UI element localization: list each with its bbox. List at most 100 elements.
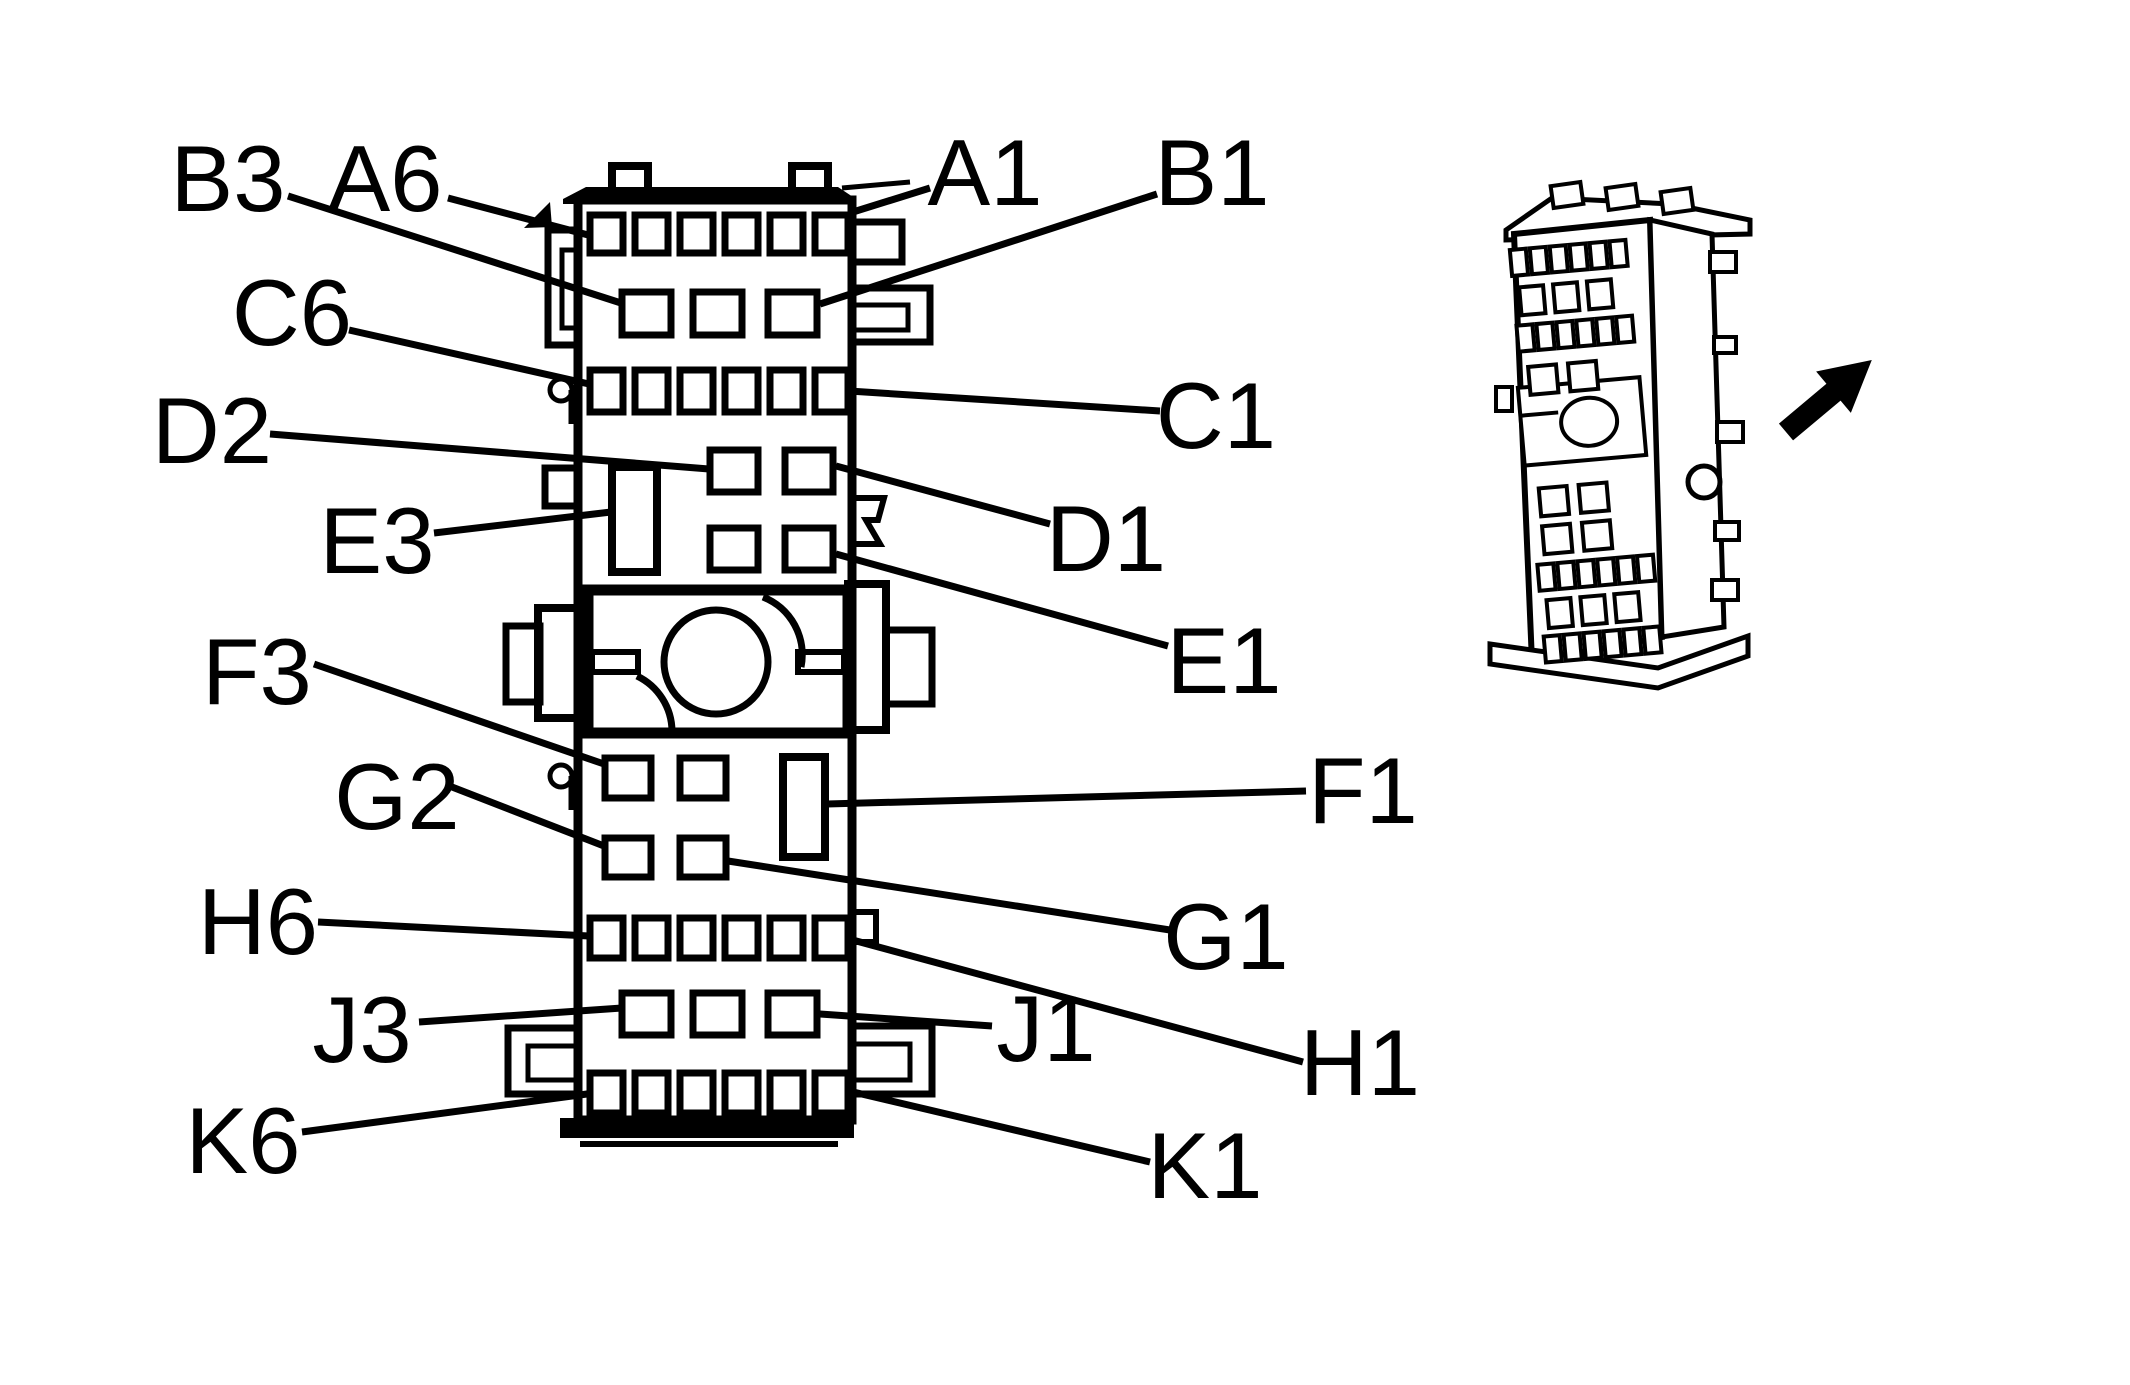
inset-hole: [1535, 561, 1558, 593]
inset-side-face: [1647, 216, 1727, 640]
pin-A1: [811, 211, 852, 257]
pin-H2: [766, 914, 807, 962]
pin-J3: [618, 989, 675, 1039]
inset-hole: [1579, 518, 1615, 553]
label-C6: C6: [232, 260, 352, 365]
inset-hole: [1541, 632, 1565, 665]
inset-hole: [1613, 313, 1637, 346]
pin-E1: [781, 524, 837, 574]
housing-top-band: [563, 187, 856, 204]
inset-hole: [1621, 626, 1644, 658]
leader-C6: [348, 326, 590, 388]
inset-hole: [1507, 246, 1531, 279]
pin-K2: [766, 1069, 807, 1117]
leader-B1: [818, 190, 1159, 308]
center-circle: [660, 606, 772, 718]
connector-housing: [502, 162, 936, 1147]
inset-hole: [1534, 320, 1557, 353]
leader-K6: [301, 1090, 588, 1136]
leader-B3: [286, 192, 623, 307]
leader-A1: [851, 184, 932, 216]
pin-H1: [811, 914, 852, 962]
leader-G2: [450, 783, 606, 850]
inset-hole: [1594, 556, 1618, 588]
right-clip: [852, 495, 888, 547]
pin-A5: [631, 211, 672, 257]
leader-E3: [433, 508, 612, 537]
pin-K4: [676, 1069, 717, 1117]
label-A1: A1: [928, 120, 1043, 225]
inset-hole: [1544, 595, 1576, 631]
inset-hole: [1565, 358, 1601, 394]
pin-H4: [676, 914, 717, 962]
label-G2: G2: [334, 744, 459, 849]
inset-hole: [1593, 315, 1617, 347]
pin-B3: [618, 288, 675, 339]
inset-center-recess: [1515, 375, 1649, 468]
pin-G1: [676, 834, 730, 881]
inset-hole: [1516, 283, 1548, 318]
pin-D1: [781, 446, 837, 496]
pin-cavities: [586, 211, 852, 1117]
leader-A6: [447, 194, 593, 240]
label-K6: K6: [186, 1088, 301, 1193]
pin-H5: [631, 914, 672, 962]
label-F1: F1: [1308, 738, 1418, 843]
leader-G1: [727, 857, 1171, 934]
inset-hole: [1641, 624, 1664, 656]
pin-C4: [676, 366, 717, 416]
inset-hole: [1554, 318, 1577, 351]
inset-hole: [1614, 554, 1638, 586]
inset-hole-rows: [1507, 237, 1664, 665]
pin-J2: [689, 989, 746, 1039]
label-D2: D2: [152, 378, 272, 483]
label-B3: B3: [171, 126, 286, 231]
label-B1: B1: [1155, 120, 1270, 225]
label-D1: D1: [1046, 486, 1166, 591]
pin-A6: [586, 211, 627, 257]
inset-3d-view: [1487, 179, 1753, 691]
inset-hole: [1527, 244, 1551, 277]
inset-hole: [1539, 521, 1575, 557]
leader-F3: [312, 660, 606, 768]
label-G1: G1: [1163, 884, 1288, 989]
central-plug-block: [502, 580, 936, 739]
inset-hole: [1612, 589, 1643, 625]
inset-hole: [1555, 559, 1578, 592]
inset-hole: [1525, 362, 1561, 397]
pin-C1: [811, 366, 852, 416]
inset-hole: [1561, 631, 1584, 663]
pin-F3: [601, 754, 655, 802]
inset-hole: [1576, 480, 1612, 515]
inset-hole: [1584, 277, 1616, 312]
leader-D2: [269, 430, 710, 473]
pin-A2: [766, 211, 807, 257]
pin-B1: [764, 288, 821, 339]
label-K1: K1: [1148, 1113, 1263, 1218]
top-edge-3d-line: [841, 179, 911, 191]
leader-H1: [848, 935, 1304, 1066]
inset-hole: [1536, 483, 1572, 519]
leader-H6: [317, 918, 590, 940]
inset-hole: [1601, 627, 1624, 660]
inset-hole: [1547, 242, 1571, 275]
inset-hole: [1587, 239, 1610, 272]
inset-hole: [1567, 241, 1590, 273]
pin-K1: [811, 1069, 852, 1117]
pin-E3: [608, 463, 661, 576]
pin-A3: [721, 211, 762, 257]
inset-hole: [1578, 592, 1609, 628]
top-bump-left: [608, 162, 652, 199]
pin-F1: [779, 753, 829, 861]
pin-K6: [586, 1069, 627, 1117]
label-E3: E3: [320, 488, 435, 593]
leader-F1: [826, 787, 1307, 808]
inset-hole: [1550, 280, 1582, 315]
pin-H6: [586, 914, 627, 962]
label-A6: A6: [328, 126, 443, 231]
label-J3: J3: [312, 977, 411, 1082]
leader-K1: [848, 1087, 1151, 1166]
pin-K5: [631, 1069, 672, 1117]
